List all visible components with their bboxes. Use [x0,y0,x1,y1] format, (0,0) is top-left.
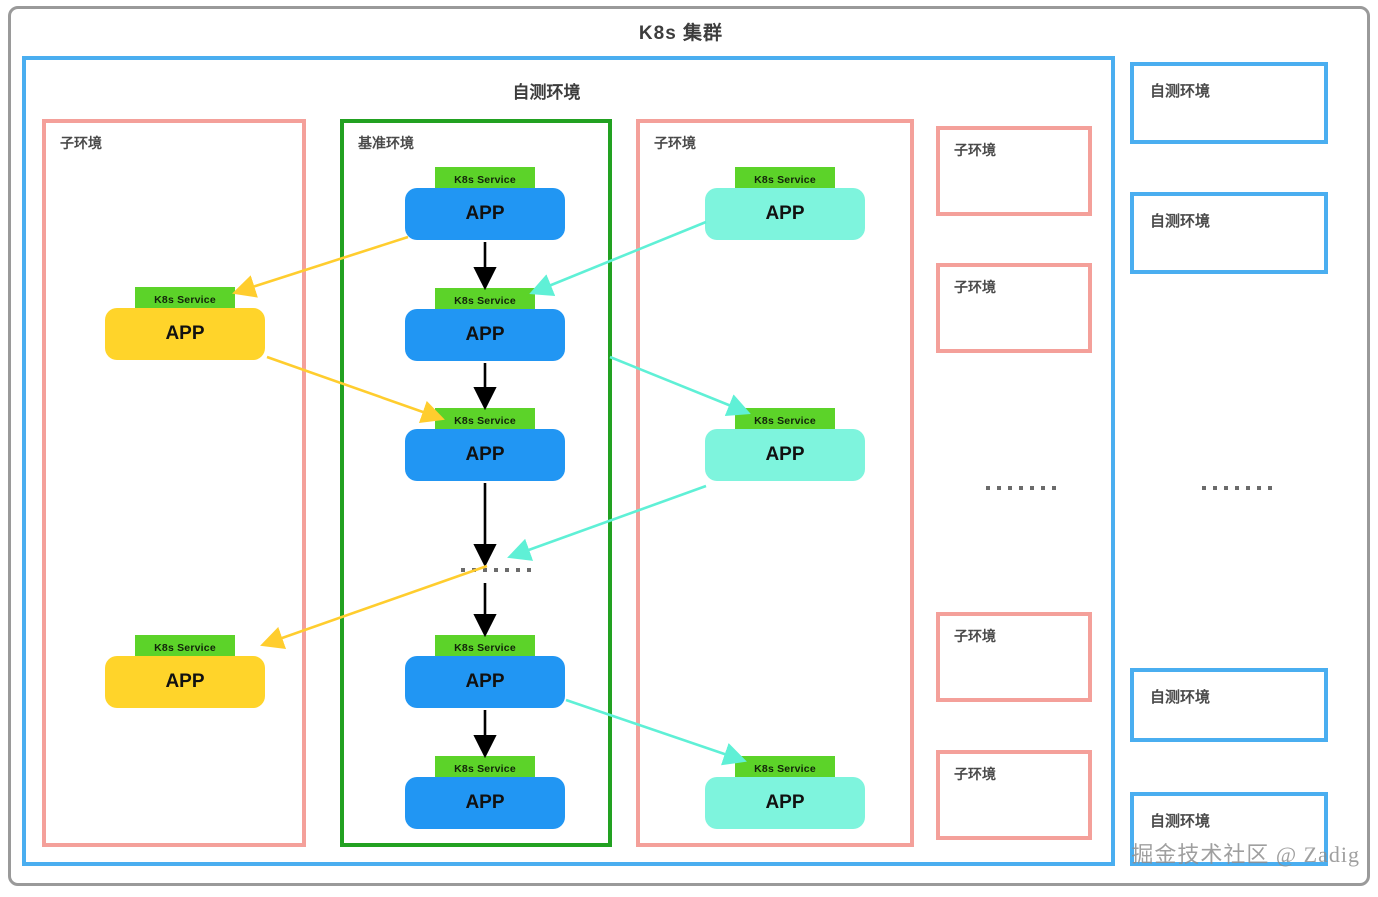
k8s-service-chip: K8s Service [735,756,835,781]
app-box: APP [405,188,565,240]
k8s-service-chip: K8s Service [135,635,235,660]
sub-environment-empty-3[interactable]: 子环境 [936,612,1092,702]
sub-environment-left-label: 子环境 [60,135,102,151]
sub-environment-empty-2[interactable]: 子环境 [936,263,1092,353]
sub-environment-empty-1-label: 子环境 [954,142,996,158]
watermark: 掘金技术社区 @ Zadig [1131,842,1360,867]
sub-environment-left[interactable]: 子环境 [42,119,306,847]
selftest-environment-empty-1-label: 自测环境 [1150,83,1211,100]
diagram-title: K8s 集群 [638,23,724,44]
app-box: APP [105,656,265,708]
app-box: APP [705,188,865,240]
k8s-service-chip: K8s Service [435,167,535,192]
selftest-environment-empty-3[interactable]: 自测环境 [1130,668,1328,742]
app-box: APP [405,656,565,708]
sub-environment-empty-1[interactable]: 子环境 [936,126,1092,216]
k8s-service-chip: K8s Service [435,408,535,433]
sub-environment-empty-2-label: 子环境 [954,279,996,295]
baseline-environment-label: 基准环境 [358,135,414,151]
k8s-service-chip: K8s Service [735,167,835,192]
selftest-environment-empty-4[interactable]: 自测环境 [1130,792,1328,866]
sub-environment-empty-4-label: 子环境 [954,766,996,782]
k8s-service-chip: K8s Service [435,756,535,781]
app-box: APP [405,309,565,361]
baseline-ellipsis [461,568,531,572]
selftest-environment-column-ellipsis [1202,486,1272,490]
k8s-service-chip: K8s Service [735,408,835,433]
app-box: APP [705,777,865,829]
app-box: APP [105,308,265,360]
sub-environment-right-label: 子环境 [654,135,696,151]
selftest-environment-frame [22,56,1115,866]
selftest-environment-empty-2-label: 自测环境 [1150,213,1211,230]
sub-environment-empty-4[interactable]: 子环境 [936,750,1092,840]
sub-environment-column-ellipsis [986,486,1056,490]
selftest-environment-empty-3-label: 自测环境 [1150,689,1211,706]
sub-environment-empty-3-label: 子环境 [954,628,996,644]
selftest-environment-empty-2[interactable]: 自测环境 [1130,192,1328,274]
selftest-environment-empty-1[interactable]: 自测环境 [1130,62,1328,144]
k8s-service-chip: K8s Service [435,288,535,313]
app-box: APP [405,777,565,829]
selftest-environment-empty-4-label: 自测环境 [1150,813,1211,830]
k8s-service-chip: K8s Service [135,287,235,312]
k8s-cluster-frame [8,6,1370,886]
selftest-environment-title: 自测环境 [512,83,581,102]
app-box: APP [405,429,565,481]
app-box: APP [705,429,865,481]
